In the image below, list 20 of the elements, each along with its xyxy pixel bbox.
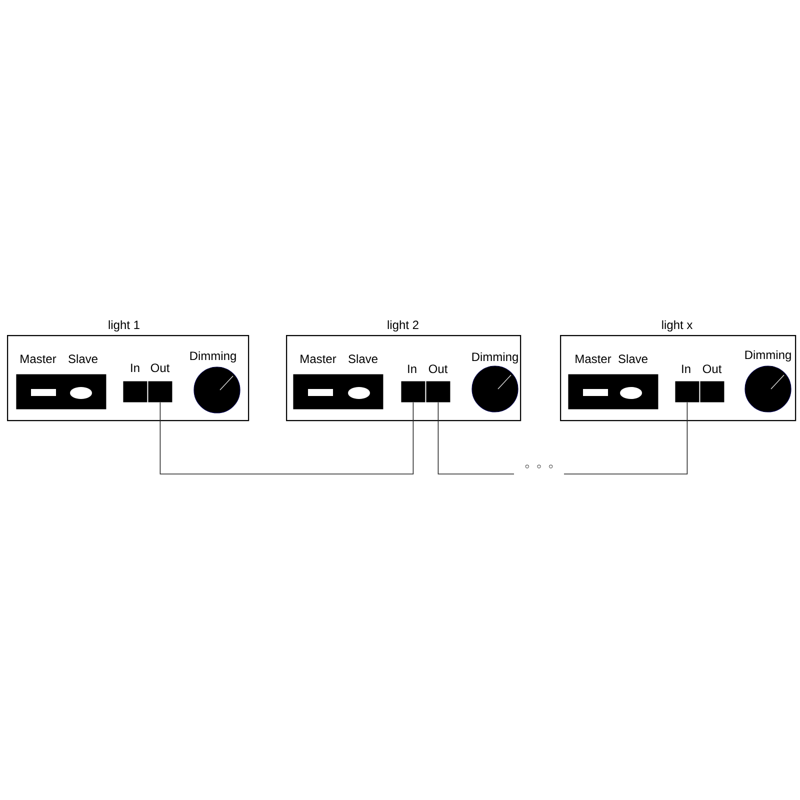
device-title: light 1 — [108, 320, 140, 332]
socket-label: Out — [702, 364, 722, 374]
socket-label: In — [408, 364, 416, 373]
switch-label: Slave — [68, 354, 98, 364]
switch-label: Slave — [348, 354, 378, 364]
switch-label: Master — [20, 354, 56, 364]
device-title: light x — [662, 320, 693, 332]
knob-label: Dimming — [472, 352, 518, 364]
wire — [160, 402, 414, 474]
switch-label: Master — [576, 354, 612, 364]
socket-label: Out — [150, 364, 170, 372]
knob-label: Dimming — [190, 351, 236, 362]
switch-label: Master — [300, 354, 336, 364]
socket-label: Out — [428, 364, 448, 374]
socket-label: In — [131, 364, 140, 372]
edge-label: ◦ ◦ ◦ — [525, 464, 553, 468]
knob-label: Dimming — [745, 350, 791, 362]
switch-label: Slave — [618, 354, 648, 364]
device-title: light 2 — [388, 320, 418, 332]
socket-label: In — [682, 364, 690, 373]
